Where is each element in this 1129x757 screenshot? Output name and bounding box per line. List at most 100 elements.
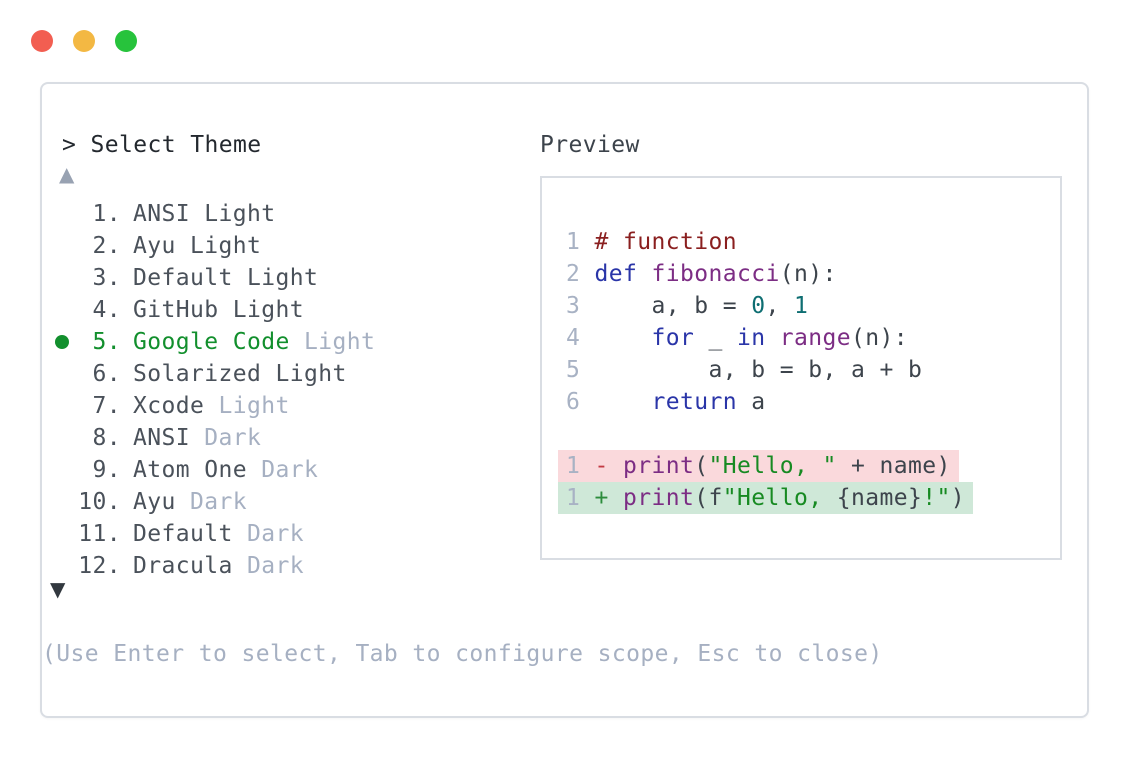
theme-item-name: ANSI xyxy=(133,425,205,451)
code-token-function: range xyxy=(779,325,851,351)
code-line: 2 def fibonacci(n): xyxy=(566,258,1060,290)
bullet-spacer xyxy=(55,486,75,518)
theme-item-number: 9. xyxy=(92,457,121,483)
theme-item-variant: Light xyxy=(246,265,319,291)
theme-item[interactable]: 1.ANSI Light xyxy=(55,198,375,230)
theme-item[interactable]: 9.Atom One Dark xyxy=(55,454,375,486)
code-token-plain: , xyxy=(765,293,794,319)
code-token-diff-minus: - xyxy=(594,453,623,479)
bullet-spacer xyxy=(55,294,75,326)
code-token-plain: (f xyxy=(694,485,723,511)
code-token-function: fibonacci xyxy=(651,261,780,287)
theme-item-number: 5. xyxy=(92,329,121,355)
bullet-spacer xyxy=(55,518,75,550)
theme-item[interactable]: 4.GitHub Light xyxy=(55,294,375,326)
code-token-keyword: return xyxy=(651,389,737,415)
theme-item-number: 11. xyxy=(78,521,121,547)
theme-item-name: Ayu xyxy=(133,489,190,515)
diff-line-removed: 1 - print("Hello, " + name) xyxy=(558,450,1060,482)
code-blank-line xyxy=(566,418,1060,450)
theme-item-name: ANSI xyxy=(133,201,205,227)
theme-item-name: GitHub xyxy=(133,297,233,323)
theme-item-variant: Light xyxy=(275,361,347,387)
code-token-string: "Hello, " xyxy=(708,453,837,479)
code-line: 3 a, b = 0, 1 xyxy=(566,290,1060,322)
code-line: 1 # function xyxy=(566,226,1060,258)
code-token-plain: ( xyxy=(694,453,709,479)
theme-item-number: 7. xyxy=(92,393,121,419)
code-token-string: !" xyxy=(922,485,951,511)
theme-item[interactable]: 8.ANSI Dark xyxy=(55,422,375,454)
code-token-plain: + name) xyxy=(836,453,951,479)
theme-item[interactable]: 5. Google Code Light xyxy=(55,326,375,358)
code-token-plain: {name} xyxy=(836,485,923,511)
theme-item-variant: Light xyxy=(303,329,376,355)
code-token-plain: a xyxy=(736,389,766,415)
theme-item-variant: Light xyxy=(190,233,262,259)
maximize-button[interactable] xyxy=(115,30,137,52)
theme-item-number: 1. xyxy=(92,201,121,227)
theme-item-name: Dracula xyxy=(133,553,247,579)
theme-item[interactable]: 12.Dracula Dark xyxy=(55,550,375,582)
line-number: 1 xyxy=(566,453,595,479)
code-token-number: 0 xyxy=(751,293,766,319)
selected-dot-icon xyxy=(55,335,69,349)
code-token-keyword: for xyxy=(651,325,695,351)
theme-item-number: 12. xyxy=(78,553,121,579)
code-line: 6 return a xyxy=(566,386,1060,418)
theme-item[interactable]: 3.Default Light xyxy=(55,262,375,294)
code-token-plain xyxy=(595,389,652,415)
theme-item-number: 6. xyxy=(92,361,121,387)
code-token-plain: (n): xyxy=(779,261,837,287)
scroll-down-icon[interactable]: ▼ xyxy=(50,577,66,601)
diff-highlight-removed: 1 - print("Hello, " + name) xyxy=(558,450,959,482)
preview-label: Preview xyxy=(540,132,640,158)
code-token-function: print xyxy=(623,453,695,479)
code-token-comment: # function xyxy=(594,229,737,255)
theme-item-name: Atom One xyxy=(133,457,262,483)
line-number: 1 xyxy=(566,229,595,255)
scroll-up-icon[interactable]: ▲ xyxy=(59,162,75,186)
theme-item-variant: Dark xyxy=(190,489,247,515)
line-number: 2 xyxy=(566,261,595,287)
code-token-number: 1 xyxy=(793,293,809,319)
code-line: 5 a, b = b, a + b xyxy=(566,354,1060,386)
bullet-spacer xyxy=(55,390,75,422)
line-number: 3 xyxy=(566,293,595,319)
line-number: 5 xyxy=(566,357,595,383)
code-token-plain: ) xyxy=(950,485,965,511)
code-token-diff-plus: + xyxy=(594,485,623,511)
bullet-spacer xyxy=(55,358,75,390)
page-title: > Select Theme xyxy=(62,132,262,158)
bullet-spacer xyxy=(55,454,75,486)
theme-item-variant: Dark xyxy=(246,521,304,547)
theme-item[interactable]: 11. Default Dark xyxy=(55,518,375,550)
code-token-plain: a, b = b, a + b xyxy=(594,357,923,383)
theme-item-number: 3. xyxy=(92,265,121,291)
diff-line-added: 1 + print(f"Hello, {name}!") xyxy=(558,482,1060,514)
close-button[interactable] xyxy=(31,30,53,52)
diff-highlight-added: 1 + print(f"Hello, {name}!") xyxy=(558,482,973,514)
theme-item[interactable]: 10.Ayu Dark xyxy=(55,486,375,518)
keyboard-hint: (Use Enter to select, Tab to configure s… xyxy=(42,641,883,667)
line-number: 1 xyxy=(566,485,595,511)
minimize-button[interactable] xyxy=(73,30,95,52)
theme-item-name: Solarized xyxy=(133,361,276,387)
theme-item-name: Default xyxy=(133,521,247,547)
line-number: 4 xyxy=(566,325,595,351)
code-token-plain: _ xyxy=(694,325,737,351)
selected-dot-icon xyxy=(55,326,75,358)
line-number: 6 xyxy=(566,389,595,415)
theme-item-name: Ayu xyxy=(133,233,190,259)
theme-item-name: Google Code xyxy=(133,329,304,355)
theme-item[interactable]: 2.Ayu Light xyxy=(55,230,375,262)
theme-item[interactable]: 6. Solarized Light xyxy=(55,358,375,390)
bullet-spacer xyxy=(55,262,75,294)
theme-item-name: Xcode xyxy=(133,393,219,419)
theme-item-number: 8. xyxy=(92,425,121,451)
bullet-spacer xyxy=(55,230,75,262)
theme-item[interactable]: 7.Xcode Light xyxy=(55,390,375,422)
